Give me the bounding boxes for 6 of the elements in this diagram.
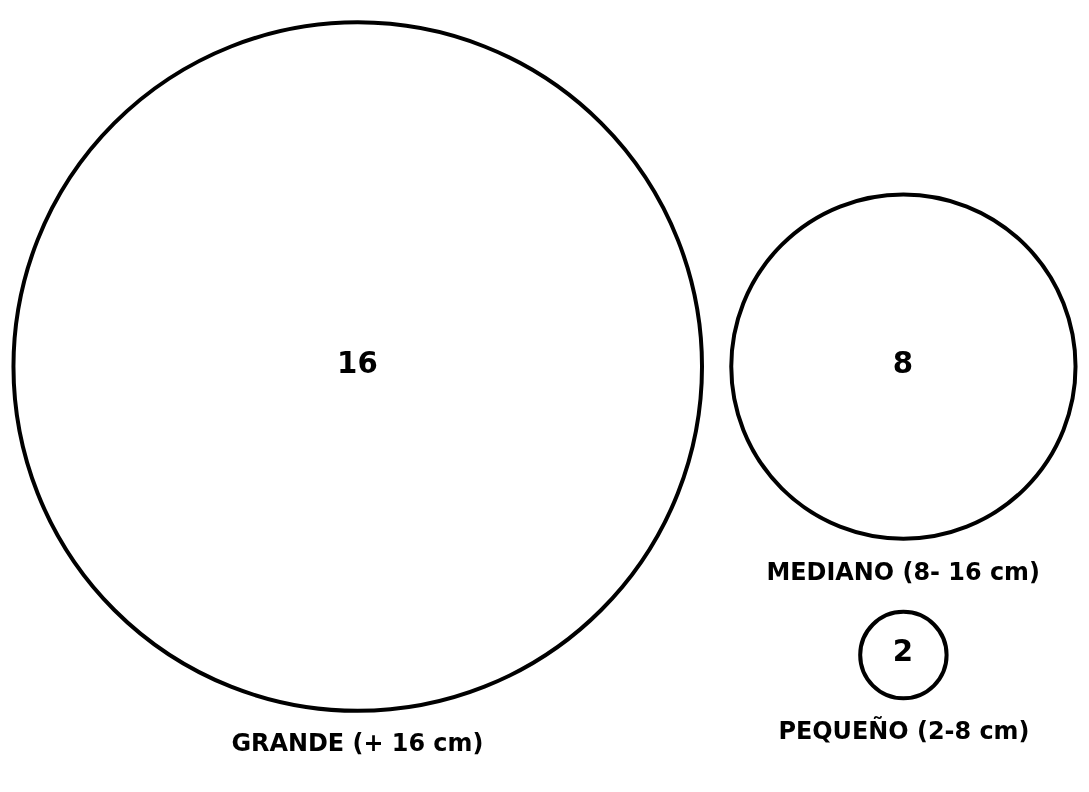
node-circle: 16 <box>11 19 704 713</box>
node-label: PEQUEÑO (2-8 cm) <box>778 716 1030 745</box>
node-label: MEDIANO (8- 16 cm) <box>766 557 1040 586</box>
node-circle: 8 <box>729 191 1078 541</box>
node-label: GRANDE (+ 16 cm) <box>231 728 484 757</box>
node-circle: 2 <box>858 609 949 700</box>
